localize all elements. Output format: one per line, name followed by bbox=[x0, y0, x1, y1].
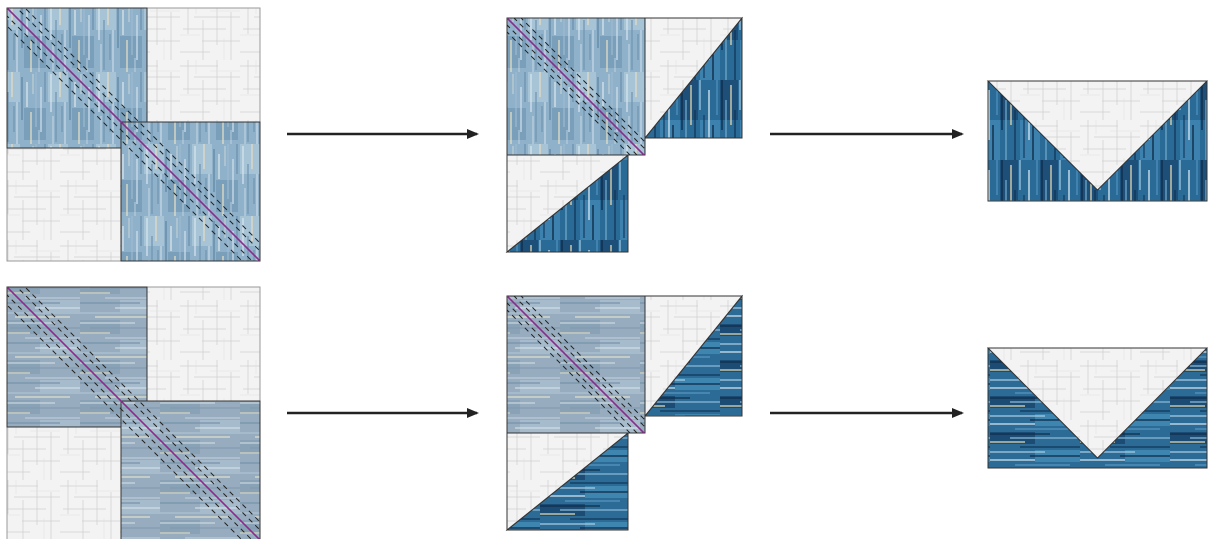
row-2 bbox=[6, 286, 1209, 539]
stitch-line-lower-2 bbox=[507, 309, 631, 433]
goose-background-triangle bbox=[986, 80, 1209, 191]
stitch-line-upper bbox=[520, 18, 645, 143]
stitch-line-upper-2 bbox=[16, 8, 260, 252]
stitch-line-lower bbox=[507, 24, 638, 155]
stitch-line-upper bbox=[24, 8, 260, 244]
sewing-line-diagonal bbox=[7, 287, 260, 539]
stitch-line-upper-2 bbox=[513, 296, 645, 428]
row-1-flying-geese-unit bbox=[986, 80, 1209, 202]
stitch-line-lower bbox=[7, 294, 252, 539]
stitch-line-upper-2 bbox=[16, 287, 260, 531]
stitch-line-upper-2 bbox=[513, 18, 645, 150]
stitch-line-upper bbox=[520, 296, 645, 421]
stitch-line-lower bbox=[507, 302, 638, 433]
stitch-line-lower bbox=[7, 15, 253, 261]
row-2-layered-squares bbox=[6, 286, 261, 539]
row-2-trimmed-units bbox=[505, 294, 744, 532]
sewing-line-diagonal bbox=[7, 8, 260, 261]
row-2-flying-geese-unit bbox=[986, 347, 1209, 469]
row-1-layered-squares bbox=[6, 7, 261, 262]
sewing-line-diagonal bbox=[507, 18, 645, 155]
sewing-line-diagonal bbox=[507, 296, 645, 433]
stitch-line-lower-2 bbox=[7, 304, 242, 539]
stitch-line-upper bbox=[24, 287, 260, 523]
goose-background-triangle bbox=[986, 347, 1209, 459]
stitch-line-lower-2 bbox=[7, 25, 243, 261]
row-1-trimmed-units bbox=[505, 16, 744, 254]
row-1 bbox=[6, 7, 1209, 262]
stitch-line-lower-2 bbox=[507, 31, 631, 155]
